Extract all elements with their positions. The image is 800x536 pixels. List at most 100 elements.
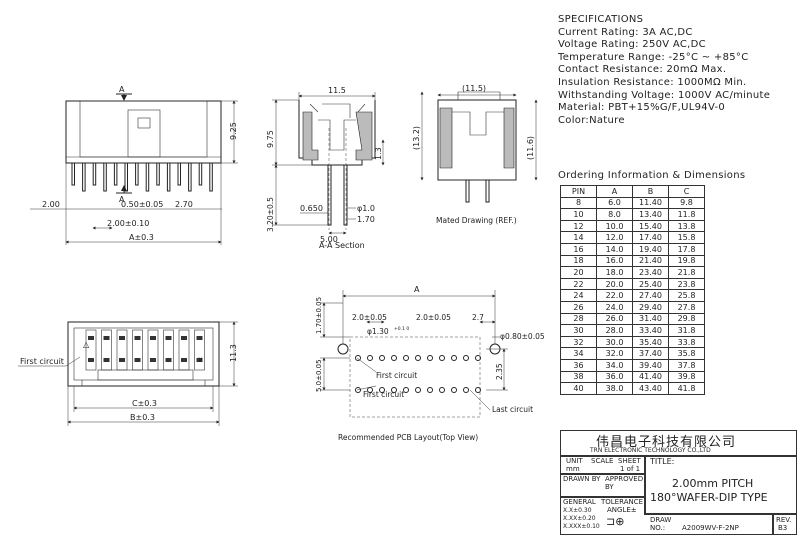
dim-mated-height-right: (11.6) <box>526 136 535 160</box>
dim-mated-height-left: (13.2) <box>412 126 421 150</box>
ordering-cell: 43.40 <box>632 382 669 395</box>
top-pin-contact <box>165 358 172 362</box>
tolerance-2: X.XX±0.20 <box>563 515 596 522</box>
divider <box>644 513 797 515</box>
front-pin <box>198 162 203 186</box>
top-pin-contact <box>103 336 110 340</box>
divider <box>560 455 797 457</box>
ordering-cell: 19.40 <box>632 242 669 256</box>
ordering-cell: 27.8 <box>668 300 705 314</box>
spec-insulation-resistance: Insulation Resistance: 1000MΩ Min. <box>558 76 747 88</box>
top-pin-contact <box>134 358 141 362</box>
dim-mated-width: (11.5) <box>462 84 486 93</box>
pcb-dim-top: 1.70±0.05 <box>315 297 323 334</box>
ordering-cell: 22.0 <box>596 289 633 302</box>
top-pin-contact <box>134 336 141 340</box>
ordering-cell: 28 <box>560 312 597 326</box>
dim-side-1-3: 1.3 <box>374 147 383 160</box>
ordering-cell: 9.8 <box>668 196 705 210</box>
ordering-cell: 36 <box>560 358 597 372</box>
pcb-dim-a: A <box>414 285 420 294</box>
spec-contact-resistance: Contact Resistance: 20mΩ Max. <box>558 64 727 76</box>
approved-by-label: APPROVED BY <box>605 475 644 491</box>
pcb-dim-pitch-2: 2.0±0.05 <box>416 313 451 322</box>
ordering-cell: 14.0 <box>596 242 633 256</box>
ordering-cell: 31.8 <box>668 324 705 337</box>
top-pin-slot <box>85 329 97 371</box>
pcb-dim-edge: 2.7 <box>472 313 484 322</box>
dim-width-11-5: 11.5 <box>328 86 346 95</box>
title-block-frame <box>560 430 797 535</box>
ordering-cell: 8.0 <box>596 208 633 221</box>
specifications-block: SPECIFICATIONS Current Rating: 3A AC,DC … <box>558 14 770 127</box>
drawn-by-label: DRAWN BY <box>563 475 601 483</box>
ordering-cell: 8 <box>560 196 597 210</box>
dim-spacing: 2.00±0.10 <box>107 219 149 228</box>
projection-symbol: ⊐⊕ <box>606 515 625 528</box>
top-pin-slot <box>116 329 128 371</box>
ordering-cell: 25.8 <box>668 289 705 302</box>
pcb-last-circuit: Last circuit <box>492 405 533 414</box>
company-name-en: TRN ELECTRONIC TECHNOLOGY CO.,LTD <box>590 447 711 454</box>
ordering-cell: 13.8 <box>668 219 705 233</box>
section-mark-a-bottom: A <box>119 195 125 204</box>
ordering-cell: 32 <box>560 335 597 349</box>
front-pin <box>209 162 213 192</box>
specifications-heading: SPECIFICATIONS <box>558 14 644 25</box>
pcb-hole <box>451 387 457 393</box>
ordering-cell: 18 <box>560 254 597 268</box>
pcb-hole <box>463 387 469 393</box>
top-pin-contact <box>150 336 156 340</box>
top-pins <box>85 329 205 371</box>
dim-b: B±0.3 <box>130 413 155 422</box>
dim-pin-length: 3.20±0.5 <box>266 197 275 232</box>
ordering-header-row: PIN A B C <box>560 185 705 198</box>
ordering-cell: 31.40 <box>632 312 669 326</box>
aa-section-view: 11.5 9.75 1.3 3.20±0.5 0.650 5.00 φ1.0 1… <box>266 86 385 250</box>
front-pin <box>177 162 181 186</box>
ordering-cell: 36.0 <box>596 370 633 384</box>
general-label: GENERAL <box>563 498 596 506</box>
ordering-cell: 30 <box>560 324 597 337</box>
front-pins <box>71 162 213 192</box>
title-label: TITLE: <box>650 457 675 466</box>
divider <box>644 455 646 515</box>
ordering-cell: 21.40 <box>632 254 669 268</box>
ordering-cell: 27.40 <box>632 289 669 302</box>
ordering-cell: 19.8 <box>668 254 705 268</box>
top-pin-contact <box>119 336 125 340</box>
ordering-cell: 30.0 <box>596 335 633 349</box>
draw-no-label: DRAW NO.: <box>650 516 672 532</box>
pcb-dim-peg-tol: +0.1 0 <box>394 326 409 332</box>
ordering-cell: 40 <box>560 382 597 395</box>
angle-label: ANGLE± <box>607 506 637 514</box>
spec-withstanding-voltage: Withstanding Voltage: 1000V AC/minute <box>558 89 771 101</box>
ordering-cell: 14 <box>560 231 597 244</box>
top-pin-contact <box>181 336 187 340</box>
tolerance-1: X.X±0.30 <box>563 507 592 514</box>
tolerance-3: X.XXX±0.10 <box>563 523 600 530</box>
mated-view: (11.5) (13.2) (11.6) Mated Drawing (REF.… <box>412 84 538 225</box>
title-line-1: 2.00mm PITCH <box>672 477 754 490</box>
top-pin-slot <box>163 329 174 371</box>
front-view: A A 9.25 2.00 0.50±0.05 2.70 2.00±0.10 A… <box>30 85 238 245</box>
ordering-cell: 29.8 <box>668 312 705 326</box>
front-pin <box>124 162 128 192</box>
pcb-hole <box>415 355 421 361</box>
pcb-hole <box>427 387 433 393</box>
top-pin-contact <box>88 358 94 362</box>
ordering-cell: 15.40 <box>632 219 669 233</box>
pcb-hole <box>379 355 385 361</box>
triangle-mark: △ <box>83 340 90 349</box>
top-pin-slot <box>101 329 112 371</box>
first-circuit-label: First circuit <box>20 357 64 366</box>
pcb-dim-hole: φ0.80±0.05 <box>500 332 545 341</box>
dim-a: A±0.3 <box>129 233 154 242</box>
